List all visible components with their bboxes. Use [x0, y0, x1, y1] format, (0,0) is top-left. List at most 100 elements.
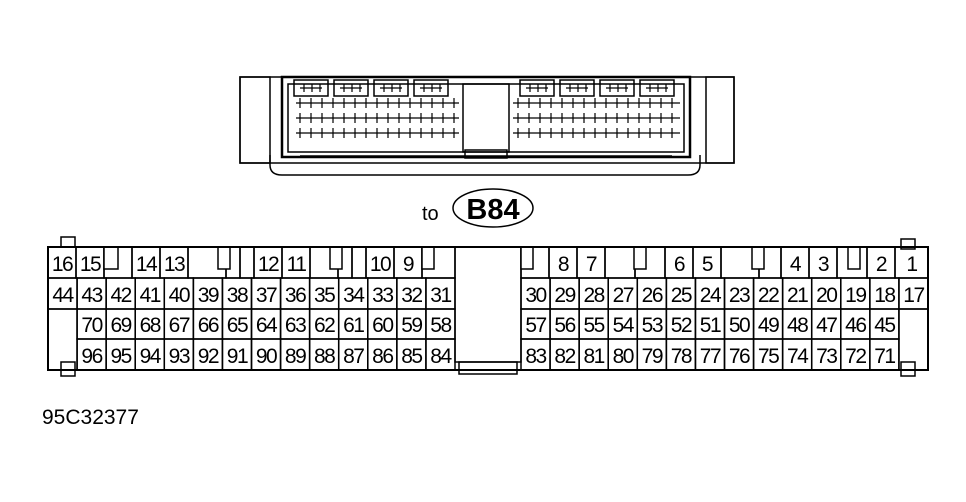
- pin-label: 67: [169, 314, 190, 337]
- pin-label: 62: [314, 314, 335, 337]
- pin-label: 21: [787, 284, 808, 307]
- blank-cell: [47, 308, 78, 371]
- pin-label: 74: [787, 345, 809, 368]
- pin-label: 96: [81, 345, 102, 368]
- pin-label: 13: [164, 253, 185, 276]
- pin-label: 19: [845, 284, 866, 307]
- pin-label: 12: [258, 253, 279, 276]
- pin-label: 63: [285, 314, 306, 337]
- pin-label: 55: [583, 314, 604, 337]
- pin-label: 4: [790, 253, 802, 276]
- pin-label: 72: [845, 345, 866, 368]
- pin-label: 78: [671, 345, 692, 368]
- pin-label: 44: [52, 284, 74, 307]
- pin-label: 10: [370, 253, 391, 276]
- pin-label: 37: [256, 284, 277, 307]
- pin-label: 91: [227, 345, 248, 368]
- pin-label: 8: [558, 253, 569, 276]
- pin-cell: [351, 246, 367, 279]
- pin-label: 65: [227, 314, 248, 337]
- keying-notch: [751, 246, 765, 270]
- pin-label: 92: [198, 345, 219, 368]
- pin-label: 1: [906, 253, 917, 276]
- pin-label: 25: [671, 284, 692, 307]
- pin-label: 28: [583, 284, 604, 307]
- pin-label: 14: [136, 253, 158, 276]
- pin-label: 95: [110, 345, 131, 368]
- keying-notch: [217, 246, 231, 270]
- pin-label: 85: [401, 345, 422, 368]
- keying-notch: [633, 246, 647, 270]
- pin-label: 86: [372, 345, 393, 368]
- pin-label: 53: [642, 314, 663, 337]
- pin-label: 79: [642, 345, 663, 368]
- pin-label: 33: [372, 284, 393, 307]
- upper-connector: [239, 75, 735, 176]
- pin-label: 81: [583, 345, 604, 368]
- pin-label: 73: [816, 345, 837, 368]
- ref-label: B84: [466, 194, 519, 226]
- pin-label: 16: [52, 253, 73, 276]
- pin-label: 20: [816, 284, 837, 307]
- pin-label: 87: [343, 345, 364, 368]
- pin-label: 40: [169, 284, 190, 307]
- pin-label: 30: [525, 284, 546, 307]
- pin-label: 46: [845, 314, 866, 337]
- pin-label: 58: [430, 314, 451, 337]
- pin-label: 80: [613, 345, 634, 368]
- figure-code: 95C32377: [42, 406, 139, 429]
- pin-label: 61: [343, 314, 364, 337]
- pin-label: 51: [700, 314, 721, 337]
- keying-notch: [329, 246, 343, 270]
- pin-label: 42: [110, 284, 131, 307]
- pin-label: 41: [140, 284, 161, 307]
- pin-label: 23: [729, 284, 750, 307]
- pin-label: 76: [729, 345, 750, 368]
- pin-label: 43: [81, 284, 102, 307]
- pin-label: 34: [343, 284, 365, 307]
- pin-cell: [239, 246, 255, 279]
- pin-label: 2: [876, 253, 887, 276]
- pin-label: 48: [787, 314, 808, 337]
- pin-label: 50: [729, 314, 750, 337]
- pin-label: 29: [554, 284, 575, 307]
- pin-label: 22: [758, 284, 779, 307]
- pin-label: 59: [401, 314, 422, 337]
- to-label: to: [422, 203, 439, 225]
- pin-label: 70: [81, 314, 102, 337]
- pin-label: 3: [818, 253, 829, 276]
- pin-label: 84: [430, 345, 452, 368]
- pin-label: 45: [874, 314, 895, 337]
- ref-oval: [452, 188, 534, 228]
- pin-label: 6: [674, 253, 685, 276]
- pin-label: 90: [256, 345, 277, 368]
- pin-label: 66: [198, 314, 219, 337]
- pin-label: 71: [874, 345, 895, 368]
- pin-label: 36: [285, 284, 306, 307]
- upper-connector-pin-ticks: [296, 84, 680, 138]
- pin-label: 68: [140, 314, 161, 337]
- pin-label: 32: [401, 284, 422, 307]
- pin-label: 89: [285, 345, 306, 368]
- pin-label: 77: [700, 345, 721, 368]
- pin-label: 24: [700, 284, 722, 307]
- connector-outline: [47, 246, 929, 371]
- pin-label: 52: [671, 314, 692, 337]
- pin-label: 15: [80, 253, 101, 276]
- pin-label: 64: [256, 314, 278, 337]
- keying-notch: [847, 246, 861, 270]
- pin-label: 35: [314, 284, 335, 307]
- pin-label: 39: [198, 284, 219, 307]
- pin-label: 82: [554, 345, 575, 368]
- pin-label: 9: [403, 253, 414, 276]
- keying-notch: [421, 246, 435, 270]
- pin-label: 38: [227, 284, 248, 307]
- pin-label: 56: [554, 314, 575, 337]
- pin-label: 57: [525, 314, 546, 337]
- pin-label: 7: [586, 253, 597, 276]
- pin-label: 11: [287, 253, 307, 276]
- pin-label: 69: [110, 314, 131, 337]
- pin-cell: [604, 246, 636, 279]
